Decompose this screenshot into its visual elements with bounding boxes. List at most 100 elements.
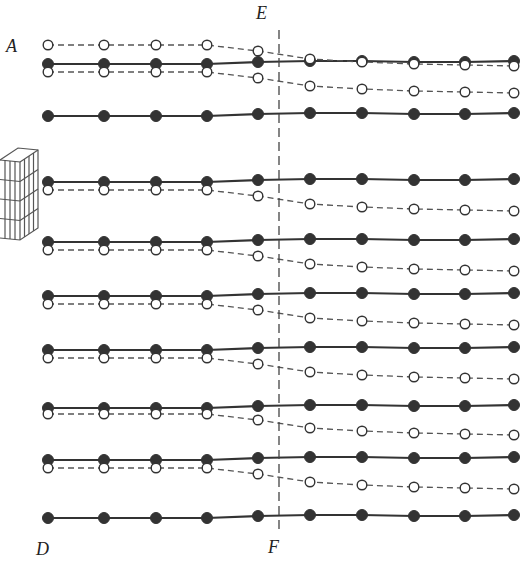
open-atom — [253, 191, 263, 201]
slip-plane-line — [278, 30, 279, 532]
filled-atom — [305, 234, 316, 245]
point-label: A — [6, 37, 17, 55]
open-atom — [202, 463, 212, 473]
open-atom — [151, 185, 161, 195]
open-atom — [202, 353, 212, 363]
bond-line — [48, 293, 514, 296]
filled-atom — [509, 288, 520, 299]
filled-atom — [357, 400, 368, 411]
open-atom — [253, 73, 263, 83]
bond-line-dashed — [48, 414, 514, 435]
open-atom — [99, 353, 109, 363]
filled-atom — [460, 511, 471, 522]
open-atom — [460, 87, 470, 97]
open-atom — [509, 374, 519, 384]
filled-atom — [509, 510, 520, 521]
open-atom — [202, 67, 212, 77]
open-atom — [460, 373, 470, 383]
open-atom — [357, 202, 367, 212]
filled-atom — [357, 342, 368, 353]
filled-atom — [357, 56, 368, 67]
open-atom — [151, 67, 161, 77]
bond-line — [48, 347, 514, 350]
open-atom — [99, 245, 109, 255]
filled-atom — [305, 342, 316, 353]
bond-line-dashed — [48, 45, 514, 66]
open-atom — [202, 299, 212, 309]
open-atom — [99, 299, 109, 309]
open-atom — [357, 426, 367, 436]
open-atom — [202, 409, 212, 419]
open-atom — [99, 463, 109, 473]
filled-atom — [151, 111, 162, 122]
open-atom — [43, 299, 53, 309]
bond-line — [48, 239, 514, 242]
filled-atom — [357, 452, 368, 463]
point-label: F — [268, 538, 279, 556]
filled-atom — [253, 401, 264, 412]
filled-atom — [509, 174, 520, 185]
open-atom — [43, 67, 53, 77]
open-atom — [357, 316, 367, 326]
filled-atom — [509, 234, 520, 245]
open-atom — [151, 245, 161, 255]
open-atom — [99, 185, 109, 195]
bond-line — [48, 405, 514, 408]
filled-atom — [305, 174, 316, 185]
open-atom — [253, 415, 263, 425]
open-atom — [509, 484, 519, 494]
filled-atom — [253, 289, 264, 300]
open-atom — [409, 372, 419, 382]
open-atom — [460, 205, 470, 215]
open-atom — [509, 61, 519, 71]
open-atom — [202, 245, 212, 255]
filled-atom — [253, 511, 264, 522]
open-atom — [151, 409, 161, 419]
filled-atom — [151, 513, 162, 524]
open-atom — [357, 480, 367, 490]
filled-atom — [460, 453, 471, 464]
open-atom — [509, 320, 519, 330]
open-atom — [509, 266, 519, 276]
open-atom — [43, 353, 53, 363]
bond-line — [48, 113, 514, 116]
atom-rows — [43, 40, 520, 523]
open-atom — [509, 88, 519, 98]
bond-line — [48, 61, 514, 64]
open-atom — [253, 46, 263, 56]
open-atom — [357, 370, 367, 380]
filled-atom — [409, 235, 420, 246]
point-label: D — [36, 540, 49, 558]
open-atom — [409, 318, 419, 328]
bond-line-dashed — [48, 358, 514, 379]
filled-atom — [357, 234, 368, 245]
open-atom — [409, 59, 419, 69]
filled-atom — [253, 453, 264, 464]
open-atom — [99, 40, 109, 50]
filled-atom — [509, 452, 520, 463]
filled-atom — [305, 108, 316, 119]
open-atom — [305, 81, 315, 91]
bond-line-dashed — [48, 190, 514, 211]
filled-atom — [460, 175, 471, 186]
filled-atom — [409, 401, 420, 412]
filled-atom — [253, 175, 264, 186]
filled-atom — [460, 109, 471, 120]
open-atom — [43, 409, 53, 419]
open-atom — [305, 313, 315, 323]
open-atom — [43, 40, 53, 50]
filled-atom — [409, 453, 420, 464]
bond-line — [48, 179, 514, 182]
bond-line — [48, 515, 514, 518]
open-atom — [509, 206, 519, 216]
open-atom — [460, 265, 470, 275]
filled-atom — [409, 511, 420, 522]
open-atom — [460, 60, 470, 70]
open-atom — [305, 423, 315, 433]
open-atom — [305, 259, 315, 269]
filled-atom — [305, 400, 316, 411]
filled-atom — [305, 288, 316, 299]
filled-atom — [202, 111, 213, 122]
filled-atom — [409, 109, 420, 120]
